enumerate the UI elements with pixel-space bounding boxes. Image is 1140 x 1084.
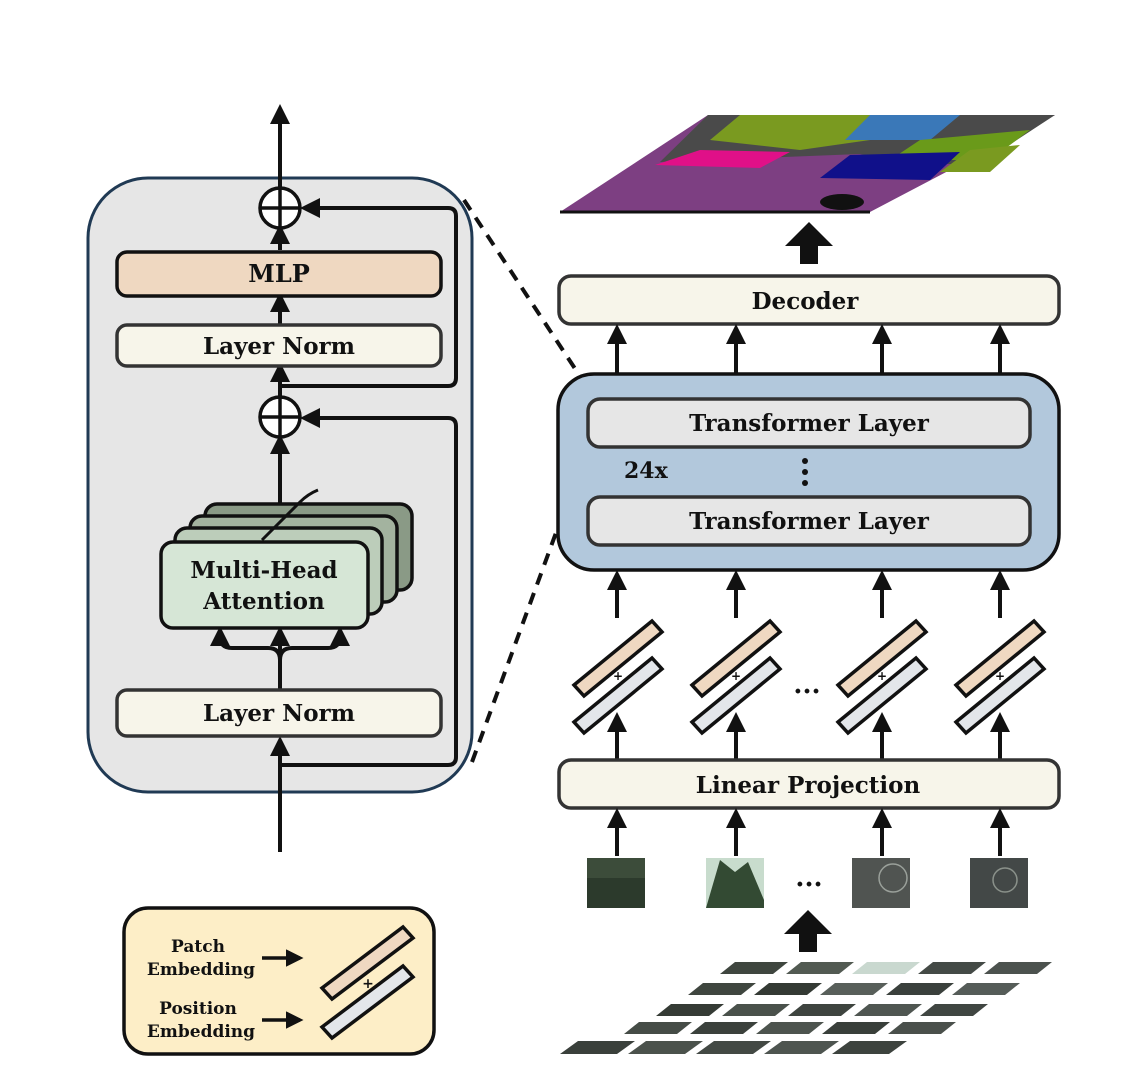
token-embedding-1: + (571, 618, 665, 736)
legend-plus: + (362, 976, 374, 992)
layer-norm-top-label: Layer Norm (203, 333, 355, 360)
encoder-arrows (210, 104, 458, 852)
token-embedding-3: + (835, 618, 929, 736)
transformer-layer-bottom-box (586, 495, 1032, 547)
legend-arrows (262, 949, 304, 1029)
decoder-label: Decoder (752, 288, 860, 315)
output-up-arrow (785, 222, 833, 264)
residual-add-circle-top (258, 186, 302, 230)
mlp-box (115, 250, 443, 298)
input-up-arrow (784, 910, 832, 952)
transformer-layer-top-box (586, 397, 1032, 449)
legend-position-embedding-bar (319, 963, 416, 1041)
attention-label-line2: Attention (202, 588, 325, 615)
mlp-label: MLP (248, 259, 310, 288)
image-patch-3 (852, 858, 910, 908)
image-patch-1 (587, 858, 645, 908)
svg-text:+: + (731, 669, 741, 683)
transformer-input-arrows (607, 570, 1010, 618)
svg-text:+: + (613, 669, 623, 683)
transformer-layer-top-label: Transformer Layer (689, 410, 930, 437)
attention-label-line1: Multi-Head (190, 557, 337, 584)
layer-norm-top-box (115, 323, 443, 368)
input-image-patch-grid (560, 962, 1052, 1054)
svg-text:+: + (995, 669, 1005, 683)
attention-box (159, 540, 370, 630)
transformer-layer-bottom-label: Transformer Layer (689, 508, 930, 535)
repeat-count-label: 24x (624, 458, 669, 484)
token-embedding-4: + (953, 618, 1047, 736)
attention-stack (159, 488, 414, 630)
image-patch-4 (970, 858, 1028, 908)
segmentation-output-image (560, 115, 1055, 214)
legend-position-line2: Embedding (147, 1022, 255, 1042)
decoder-box (557, 274, 1061, 326)
zoom-dashed-lines (462, 198, 599, 763)
decoder-input-arrows (607, 324, 1010, 374)
token-embedding-2: + (689, 618, 783, 736)
layer-norm-bottom-box (115, 688, 443, 738)
layer-norm-bottom-label: Layer Norm (203, 700, 355, 727)
linear-projection-box (557, 758, 1061, 810)
residual-add-circle-bottom (258, 395, 302, 439)
patch-ellipsis: ... (795, 863, 822, 893)
embedding-input-arrows (607, 712, 1010, 760)
legend-patch-line2: Embedding (147, 960, 255, 980)
legend-patch-line1: Patch (171, 937, 225, 957)
embedding-ellipsis: ... (793, 670, 820, 700)
legend-patch-embedding-bar (319, 924, 416, 1002)
vertical-ellipsis (802, 458, 808, 486)
image-patch-2 (706, 858, 764, 908)
svg-text:+: + (877, 669, 887, 683)
legend-position-line1: Position (159, 999, 237, 1019)
linear-projection-label: Linear Projection (696, 772, 921, 799)
patch-input-arrows (607, 808, 1010, 856)
